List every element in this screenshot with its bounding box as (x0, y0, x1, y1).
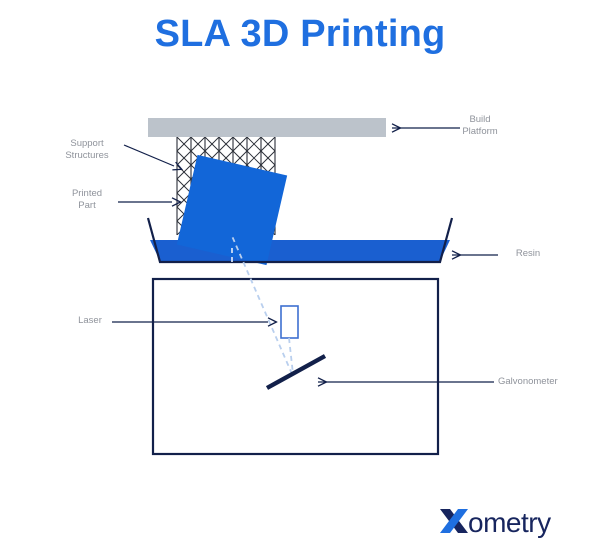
laser-emitter (280, 305, 299, 339)
xometry-logo: ometry (437, 503, 577, 543)
xometry-x-mark (440, 509, 468, 533)
leader-support-structures (123, 144, 174, 166)
printed-part (176, 154, 288, 266)
laser-beam-emitter-to-mirror (288, 337, 294, 375)
label-laser: Laser (78, 315, 102, 326)
xometry-logo-svg: ometry (440, 507, 552, 538)
label-build-platform: Build Platform (462, 114, 498, 137)
laser-enclosure-box (151, 277, 440, 456)
xometry-registered-dot (542, 529, 546, 533)
laser-beam-mirror-to-part (231, 235, 293, 375)
resin-vat (146, 217, 454, 264)
build-platform (148, 118, 386, 137)
label-printed-part: Printed Part (71, 188, 103, 211)
label-support-structures: Support Structures (65, 138, 109, 161)
galvanometer-mirror (265, 354, 327, 390)
label-galvanometer: Galvonometer (498, 376, 558, 387)
xometry-wordmark: ometry (468, 507, 551, 538)
page-title: SLA 3D Printing (154, 13, 446, 55)
label-resin: Resin (515, 248, 541, 259)
